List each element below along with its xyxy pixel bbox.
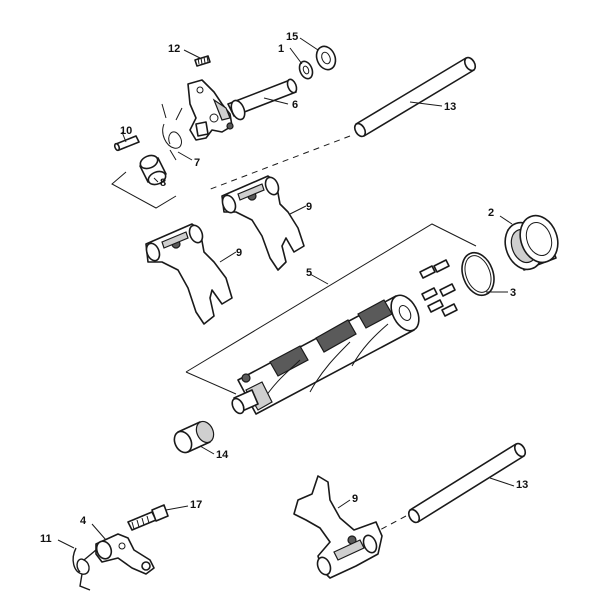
part-3-retaining-ring xyxy=(461,251,495,297)
callout-10: 10 xyxy=(120,125,132,137)
part-4-lever xyxy=(95,533,155,575)
callout-leaders xyxy=(57,37,515,549)
part-14-bushing xyxy=(173,420,215,454)
alignment-line-rod-lower xyxy=(375,515,407,533)
callout-11: 11 xyxy=(40,533,52,545)
callout-9-middle: 9 xyxy=(236,247,242,259)
part-6-shift-shaft-assembly xyxy=(187,78,298,141)
callout-12: 12 xyxy=(168,43,180,55)
drum-pins xyxy=(419,259,458,317)
part-11-spring xyxy=(72,547,97,591)
part-9-shift-fork-front xyxy=(145,223,233,325)
part-13-fork-rod-upper xyxy=(353,56,477,138)
callout-7: 7 xyxy=(194,157,200,169)
callout-2: 2 xyxy=(488,207,494,219)
part-8-bushing xyxy=(139,154,167,186)
part-15-seal xyxy=(315,45,337,71)
part-12-detent-spring xyxy=(194,55,211,67)
callout-8: 8 xyxy=(160,177,166,189)
callout-6: 6 xyxy=(292,99,298,111)
part-10-pin xyxy=(113,135,140,152)
part-1-washer xyxy=(298,60,314,80)
alignment-line-rod-upper xyxy=(207,135,351,191)
callout-9-upper: 9 xyxy=(306,201,312,213)
part-17-bolt xyxy=(127,504,169,531)
callout-17: 17 xyxy=(190,499,202,511)
part-7-torsion-spring xyxy=(161,103,183,161)
callout-14: 14 xyxy=(216,449,229,461)
callout-3: 3 xyxy=(510,287,516,299)
group-bracket-7-8 xyxy=(111,171,177,209)
callout-4: 4 xyxy=(80,515,87,527)
callout-13-upper: 13 xyxy=(444,101,456,113)
part-9-shift-fork-lower xyxy=(293,475,383,579)
callout-5: 5 xyxy=(306,267,312,279)
part-5-shift-drum xyxy=(231,294,420,415)
part-2-bearing xyxy=(504,214,559,271)
callout-15: 15 xyxy=(286,31,298,43)
callout-9-lower: 9 xyxy=(352,493,358,505)
group-bracket-drum xyxy=(185,223,477,395)
part-9-shift-fork-rear xyxy=(221,175,305,271)
part-13-fork-rod-lower xyxy=(407,442,527,524)
callout-1: 1 xyxy=(278,43,284,55)
callout-13-lower: 13 xyxy=(516,479,528,491)
callout-labels: 12 1 15 6 13 10 7 8 9 9 2 5 3 14 13 9 17… xyxy=(40,31,528,545)
